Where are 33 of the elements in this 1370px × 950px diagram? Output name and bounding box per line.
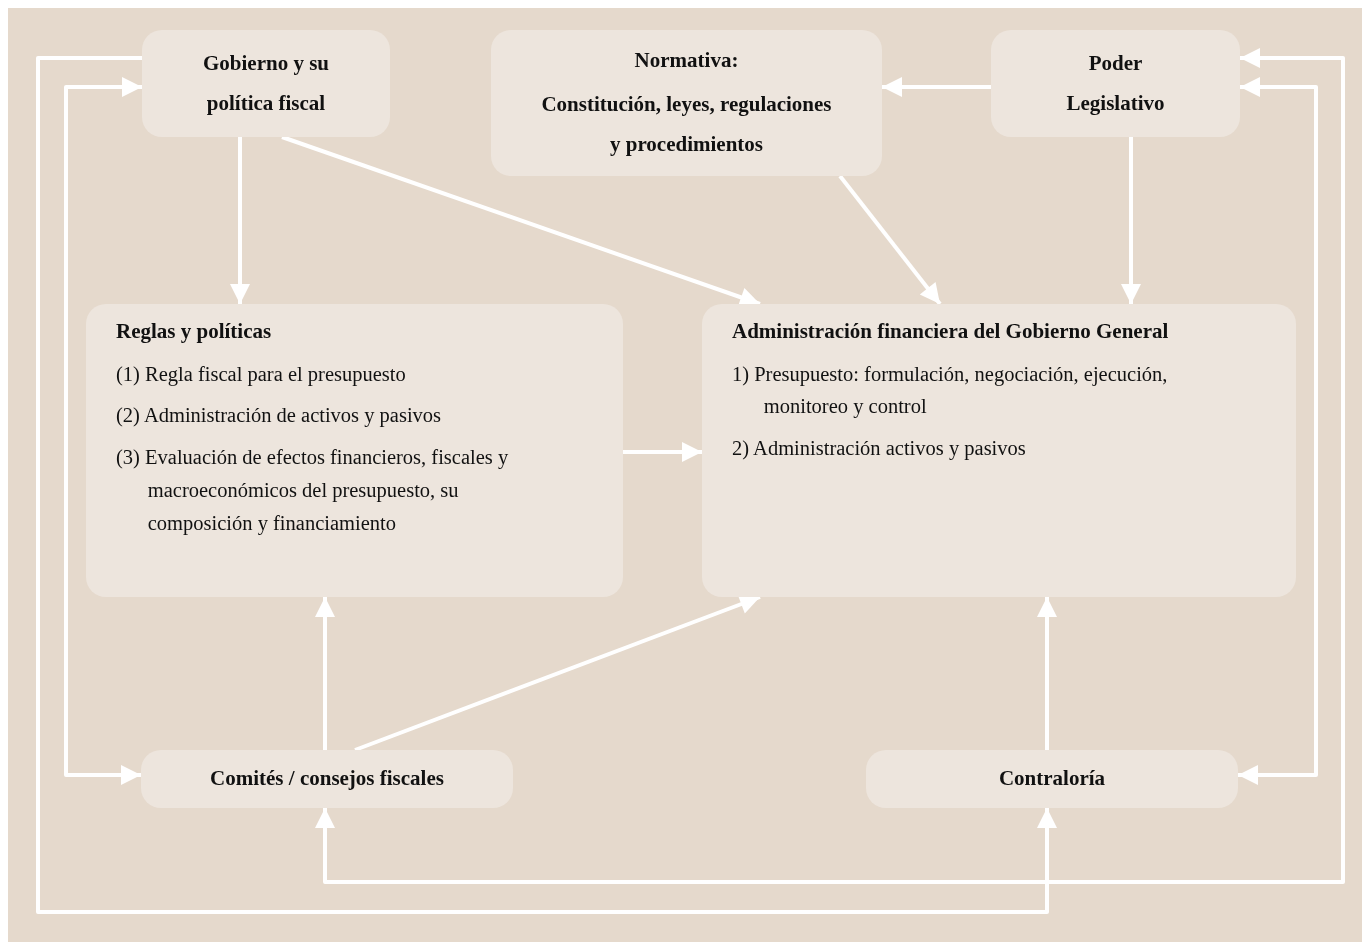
label-box (141, 750, 513, 808)
box-label: Normativa: (634, 47, 739, 75)
arrow (36, 56, 1057, 914)
arrow (1037, 597, 1057, 750)
panel-heading: Reglas y políticas (116, 318, 273, 345)
panel-heading: Administración financiera del Gobierno General (732, 318, 1170, 345)
box-label: Comités / consejos fiscales (210, 765, 444, 793)
label-box (991, 30, 1240, 137)
label-box (142, 30, 390, 137)
content-panel (702, 304, 1296, 597)
label-box (866, 750, 1238, 808)
box-label: Contraloría (998, 765, 1106, 793)
list-item: (1) Regla fiscal para el presupuesto (116, 361, 407, 388)
list-item: 2) Administración activos y pasivos (732, 436, 1027, 462)
arrow (315, 48, 1345, 884)
box-label: Constitución, leyes, regulaciones y procedimientos (540, 91, 833, 158)
list-item: 1) Presupuesto: formulación, negociación, ejecución, monitoreo y control (732, 361, 1169, 420)
box-label: Gobierno y su política fiscal (202, 49, 330, 117)
list-item: (3) Evaluación de efectos financieros, fiscales y macroeconómicos del presupuesto, su composición y financiamiento (116, 445, 510, 537)
arrow (838, 174, 942, 306)
arrow (1238, 77, 1318, 785)
arrow (64, 77, 142, 785)
arrow (623, 442, 702, 462)
content-panel (86, 304, 623, 597)
arrow (315, 597, 335, 750)
list-item: (2) Administración de activos y pasivos (116, 403, 443, 429)
arrow (882, 77, 991, 97)
arrow (1121, 137, 1141, 304)
arrow (230, 137, 250, 304)
label-box (491, 30, 882, 176)
box-label: Poder Legislativo (1065, 49, 1166, 117)
arrow (281, 135, 761, 307)
arrow (354, 594, 761, 752)
